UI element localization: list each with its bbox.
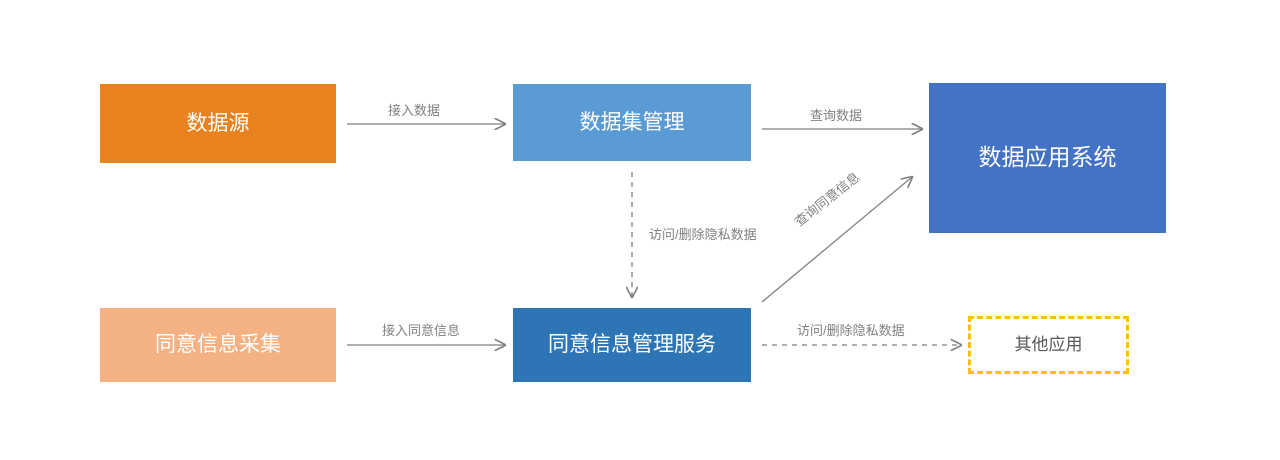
node-data-application-system[interactable]: 数据应用系统	[929, 83, 1166, 233]
edge-label-query-consent-info: 查询同意信息	[791, 169, 863, 230]
node-consent-management-service[interactable]: 同意信息管理服务	[513, 308, 751, 382]
node-data-source-label: 数据源	[186, 111, 250, 135]
node-consent-management-service-label: 同意信息管理服务	[548, 333, 716, 357]
node-other-applications-label: 其他应用	[1014, 334, 1083, 354]
node-dataset-management-label: 数据集管理	[579, 110, 685, 134]
node-consent-collection-label: 同意信息采集	[155, 333, 281, 357]
edge-label-access-delete-private-bottom: 访问/删除隐私数据	[797, 323, 905, 338]
edge-label-access-delete-private-top: 访问/删除隐私数据	[649, 227, 757, 242]
node-data-application-system-label: 数据应用系统	[978, 144, 1117, 171]
edge-label-ingest-consent-info: 接入同意信息	[382, 323, 461, 338]
edge-label-query-data: 查询数据	[810, 108, 863, 123]
edge-label-ingest-data: 接入数据	[388, 103, 441, 118]
node-dataset-management[interactable]: 数据集管理	[513, 84, 751, 161]
node-data-source[interactable]: 数据源	[100, 84, 336, 163]
node-consent-collection[interactable]: 同意信息采集	[100, 308, 336, 382]
node-other-applications[interactable]: 其他应用	[968, 316, 1129, 374]
